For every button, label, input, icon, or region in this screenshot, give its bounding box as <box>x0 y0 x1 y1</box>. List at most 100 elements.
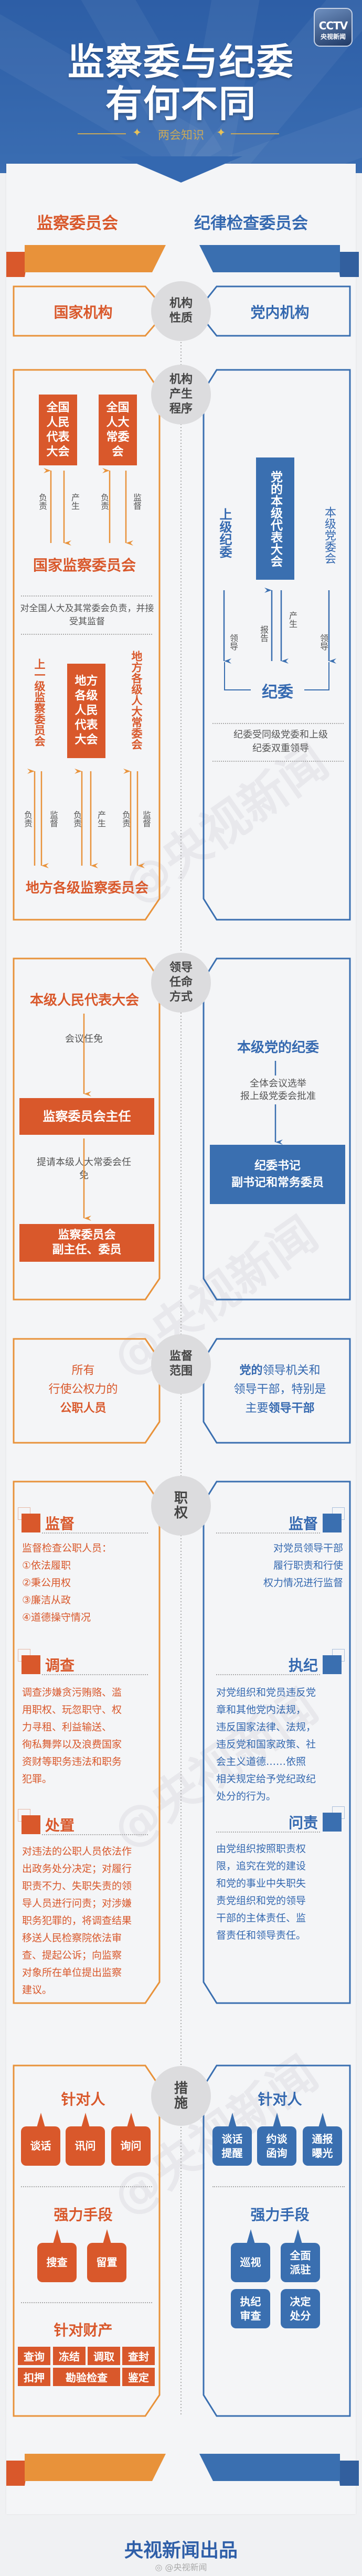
divider <box>216 1674 320 1675</box>
power-text-line: 犯罪。 <box>22 1773 52 1785</box>
director-box: 监察委员会主任 <box>19 1098 154 1135</box>
section-box-right <box>203 369 351 921</box>
measure-bubble: 决定处分 <box>281 2289 320 2328</box>
section-box-right <box>203 957 351 1301</box>
column-header-supervisory-commission: 监察委员会 <box>37 214 118 233</box>
section-box-right <box>203 285 351 337</box>
power-text-line: 干部的主体责任、监 <box>216 1912 306 1924</box>
arrow-label: 负责 <box>72 811 82 827</box>
sparkle-icon: ✦ <box>132 126 142 140</box>
divider <box>216 1832 320 1833</box>
label-circle-nature: 机构性质 <box>151 281 211 341</box>
property-measure-cell: 冻结 <box>53 2347 86 2365</box>
power-title: 调查 <box>45 1657 75 1674</box>
national-note: 对全国人大及其常委会负责，并接受其监督 <box>20 603 154 627</box>
measures-people-title: 针对人 <box>61 2091 105 2108</box>
bracket-line <box>224 662 251 690</box>
section-marker-square <box>323 1514 342 1532</box>
divider <box>21 2302 152 2303</box>
section-box-left <box>13 285 161 337</box>
subtitle: 两会知识 <box>157 129 204 142</box>
power-text-line: 会主义道德……依照 <box>216 1756 306 1768</box>
power-text-line: ②秉公用权 <box>22 1577 71 1589</box>
arrow-label: 产生 <box>70 493 80 510</box>
ribbon-tab-right <box>337 252 359 277</box>
arrow-label: 产生 <box>96 811 106 827</box>
nature-right: 党内机构 <box>250 304 310 321</box>
measure-bubble: 搜查 <box>37 2243 77 2282</box>
power-text-line: 违反党和国家政策、社 <box>216 1739 316 1750</box>
divider <box>42 1674 148 1675</box>
upper-discipline-commission: 上级纪委 <box>217 508 232 558</box>
upper-commission: 上一级监察委员会 <box>33 658 46 747</box>
ribbon-left <box>25 245 166 272</box>
measure-bubble: 巡视 <box>231 2243 270 2282</box>
arrow-label: 监督 <box>141 811 151 827</box>
measure-bubble: 讯问 <box>66 2126 105 2166</box>
power-text-line: 违反国家法律、法规， <box>216 1721 316 1733</box>
power-text-line: ④道德操守情况 <box>22 1612 91 1623</box>
power-text-line: 查、提起公诉；向监察 <box>22 1950 122 1961</box>
power-text-line: 用职权、玩忽职守、权 <box>22 1704 122 1716</box>
power-text-line: 移送人民检察院依法审 <box>22 1932 122 1944</box>
power-text-line: 监督检查公职人员： <box>22 1542 112 1554</box>
label-circle-formation: 机构产生程序 <box>151 365 211 424</box>
party-discipline-commission: 本级党的纪委 <box>237 1040 319 1056</box>
label-circle-scope: 监督范围 <box>151 1334 211 1394</box>
section-box-left <box>13 369 161 921</box>
property-measure-cell: 查封 <box>122 2347 155 2365</box>
arrow-label: 产生 <box>288 611 297 628</box>
property-measure-cell: 勘验检查 <box>53 2368 120 2386</box>
measure-bubble: 谈话 <box>21 2126 60 2166</box>
power-text-line: 出政务处分决定；对履行 <box>22 1863 132 1875</box>
divider <box>212 723 344 724</box>
section-box-left <box>13 1481 161 2004</box>
discipline-note: 纪委受同级党委和上级纪委双重领导 <box>233 729 328 754</box>
section-marker-square <box>22 1815 40 1834</box>
section-marker-square <box>323 1655 342 1674</box>
section-box-left <box>13 1338 161 1444</box>
header-banner <box>0 0 362 173</box>
bubble-tail <box>37 2113 45 2127</box>
measure-bubble: 询问 <box>111 2126 151 2166</box>
power-text-line: 由党组织按照职责权 <box>216 1843 306 1855</box>
measures-right-force-title: 强力手段 <box>250 2206 310 2223</box>
divider <box>21 634 152 635</box>
ribbon-right <box>199 2454 340 2481</box>
power-text-line: 导人员进行问责；对涉嫌 <box>22 1898 132 1909</box>
divider <box>216 1532 320 1534</box>
divider <box>231 133 279 134</box>
ribbon-left <box>25 2454 166 2481</box>
npcsc-box: 全国人大常委会 <box>99 395 137 465</box>
national-commission: 国家监察委员会 <box>33 557 136 574</box>
power-title: 执纪 <box>288 1657 318 1674</box>
npc-box: 全国人民代表大会 <box>39 395 77 465</box>
arrow-label: 负责 <box>37 493 47 510</box>
power-text-line: 和党的事业中失职失 <box>216 1878 306 1889</box>
divider <box>212 2186 345 2187</box>
measure-bubble: 约谈函询 <box>257 2126 296 2166</box>
page-title-line2: 有何不同 <box>105 82 257 125</box>
bubble-tail <box>81 2113 90 2127</box>
bubble-tail <box>247 2229 255 2244</box>
ribbon-tab-left <box>6 2461 29 2486</box>
power-text-line: 力寻租、利益输送、 <box>22 1721 112 1733</box>
power-text-line: 督责任和领导责任。 <box>216 1930 306 1941</box>
local-standing-committee: 地方各级人大常委会 <box>130 651 143 750</box>
property-measure-cell: 扣押 <box>18 2368 50 2386</box>
scope-right: 党的领导机关和 领导干部，特别是 主要领导干部 <box>233 1364 326 1415</box>
section-marker-square <box>323 1813 342 1832</box>
power-text-line: 责党组织和党的领导 <box>216 1895 306 1907</box>
power-text-line: 履行职责和行使 <box>273 1560 343 1571</box>
measures-right-people-title: 针对人 <box>258 2091 302 2108</box>
arrow-label: 负责 <box>23 811 33 827</box>
bubble-tail <box>228 2113 237 2127</box>
local-congress: 本级人民代表大会 <box>29 993 139 1008</box>
divider <box>212 761 344 762</box>
column-header-discipline-commission: 纪律检查委员会 <box>194 214 308 233</box>
power-text-line: 对违法的公职人员依法作 <box>22 1846 132 1857</box>
measure-bubble: 全面派驻 <box>281 2243 320 2282</box>
divider <box>42 1532 148 1534</box>
arrow-label: 监督 <box>132 493 142 510</box>
